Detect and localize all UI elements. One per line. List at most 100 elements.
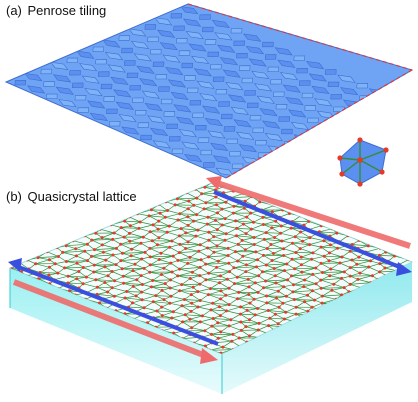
lattice-bond bbox=[112, 239, 121, 245]
lattice-bond bbox=[268, 310, 286, 313]
arrow-red-top-head bbox=[206, 176, 222, 190]
lattice-site bbox=[168, 245, 172, 249]
lattice-site bbox=[142, 306, 146, 310]
lattice-bond bbox=[352, 259, 371, 262]
lattice-bond bbox=[151, 283, 166, 288]
lattice-site bbox=[190, 270, 194, 274]
penrose-tile bbox=[175, 116, 195, 125]
penrose-tile bbox=[288, 109, 307, 118]
lattice-bond bbox=[258, 325, 269, 331]
penrose-tile bbox=[108, 121, 121, 127]
lattice-bond bbox=[210, 288, 222, 292]
penrose-tile bbox=[230, 106, 249, 115]
lattice-site bbox=[119, 259, 123, 263]
lattice-site bbox=[232, 266, 236, 270]
lattice-bond bbox=[208, 255, 229, 258]
lattice-bond bbox=[365, 247, 381, 253]
penrose-tile bbox=[110, 76, 129, 85]
penrose-tile bbox=[184, 75, 196, 81]
inset-sites bbox=[337, 137, 389, 187]
lattice-bond bbox=[66, 260, 88, 262]
lattice-site bbox=[147, 214, 151, 218]
lattice-bond bbox=[199, 272, 209, 276]
lattice-bond bbox=[275, 270, 285, 277]
lattice-bond bbox=[268, 323, 279, 326]
lattice-bond bbox=[257, 302, 267, 309]
lattice-bond bbox=[269, 318, 279, 325]
lattice-bond bbox=[171, 314, 186, 319]
lattice-site bbox=[294, 251, 298, 254]
lattice-bond bbox=[205, 196, 216, 204]
lattice-bond bbox=[165, 213, 180, 218]
penrose-tile bbox=[217, 44, 236, 53]
lattice-bond bbox=[212, 298, 221, 304]
lattice-bond bbox=[304, 279, 317, 285]
lattice-bond bbox=[275, 311, 286, 315]
lattice-site bbox=[299, 230, 303, 234]
lattice-bond bbox=[236, 228, 252, 230]
lattice-site bbox=[220, 207, 224, 211]
lattice-site bbox=[168, 286, 172, 290]
lattice-site bbox=[103, 281, 107, 284]
lattice-site bbox=[162, 266, 166, 270]
lattice-site bbox=[366, 244, 370, 248]
edge-arrows bbox=[8, 176, 412, 364]
lattice-bond bbox=[122, 252, 146, 254]
lattice-site bbox=[94, 231, 98, 235]
lattice-bond bbox=[200, 318, 214, 323]
lattice-bond bbox=[255, 310, 269, 316]
lattice-bond bbox=[132, 302, 145, 309]
penrose-tile bbox=[58, 99, 77, 108]
lattice-bond bbox=[266, 232, 281, 234]
lattice-site bbox=[273, 274, 277, 278]
lattice-site bbox=[327, 259, 331, 263]
lattice-bond bbox=[120, 243, 132, 250]
lattice-bond bbox=[123, 275, 142, 277]
lattice-bond bbox=[233, 212, 247, 218]
lattice-bond bbox=[225, 294, 238, 300]
lattice-site bbox=[270, 226, 274, 230]
lattice-site bbox=[227, 261, 231, 265]
lattice-site bbox=[224, 232, 228, 236]
lattice-bond bbox=[331, 287, 345, 291]
arrow-blue-bottom bbox=[15, 264, 219, 346]
lattice-bond bbox=[330, 268, 345, 273]
lattice-site bbox=[211, 317, 215, 320]
lattice-site bbox=[247, 293, 251, 296]
lattice-bond bbox=[271, 255, 284, 261]
lattice-site bbox=[239, 328, 243, 332]
lattice-site bbox=[357, 255, 361, 259]
lattice-bond bbox=[181, 278, 191, 285]
penrose-tile bbox=[282, 84, 301, 93]
penrose-tile bbox=[251, 70, 270, 79]
lattice-site bbox=[249, 211, 253, 215]
lattice-bond bbox=[321, 287, 332, 291]
lattice-bond bbox=[270, 244, 284, 250]
lattice-bond bbox=[235, 216, 247, 222]
lattice-bond bbox=[104, 264, 117, 268]
lattice-bond bbox=[193, 204, 205, 210]
lattice-site bbox=[249, 227, 253, 231]
penrose-tile bbox=[115, 101, 135, 110]
lattice-bond bbox=[208, 294, 221, 300]
penrose-tile bbox=[178, 50, 191, 56]
lattice-site bbox=[192, 219, 196, 223]
lattice-bond bbox=[331, 289, 342, 296]
penrose-tile bbox=[180, 6, 199, 15]
lattice-bond bbox=[324, 255, 343, 258]
penrose-tile bbox=[103, 96, 116, 102]
lattice-bond bbox=[46, 251, 59, 257]
penrose-tile bbox=[84, 88, 103, 97]
lattice-bond bbox=[132, 270, 142, 276]
lattice-bond bbox=[102, 239, 113, 246]
lattice-site bbox=[336, 246, 339, 250]
lattice-bond bbox=[217, 229, 227, 235]
lattice-bond bbox=[150, 231, 168, 233]
lattice-bond bbox=[265, 279, 288, 282]
lattice-site bbox=[186, 240, 190, 244]
lattice-bond bbox=[94, 244, 103, 250]
lattice-site bbox=[280, 239, 284, 243]
lattice-site bbox=[131, 269, 135, 273]
lattice-bond bbox=[303, 286, 313, 292]
penrose-tile bbox=[204, 39, 217, 45]
